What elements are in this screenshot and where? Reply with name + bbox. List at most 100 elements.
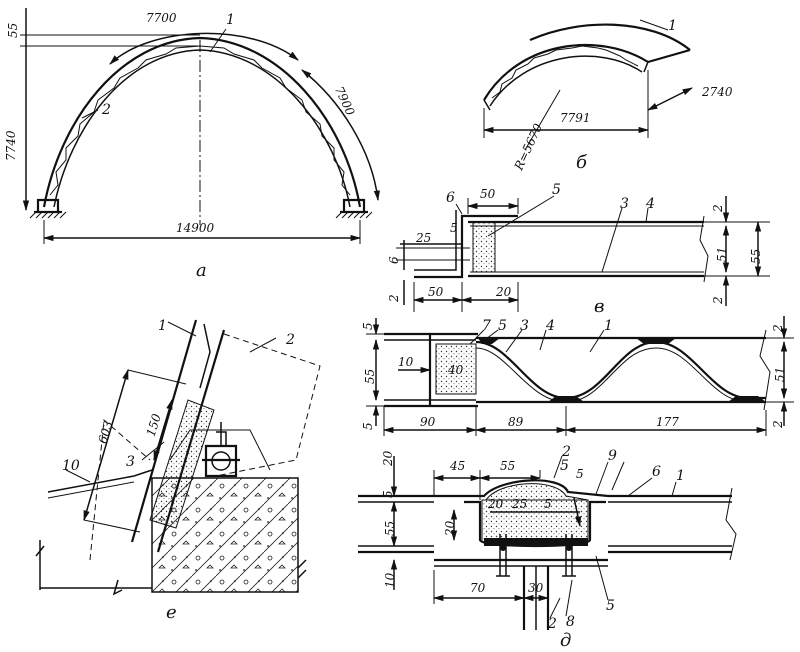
- sealant-strip: [484, 538, 588, 546]
- dim-51: 51: [773, 367, 787, 382]
- load-arc: [109, 32, 299, 65]
- figure-caption-a: а: [196, 260, 207, 281]
- dim-150: 150: [144, 412, 164, 438]
- dim-40: 40: [447, 363, 464, 377]
- dim-10: 10: [383, 572, 397, 588]
- bearing-assembly: [202, 444, 240, 478]
- dim-50-top: 50: [480, 187, 496, 201]
- arch-outer-contour: [42, 36, 362, 208]
- dim-radius: R=5670: [511, 121, 545, 173]
- bolt-left: [496, 534, 510, 577]
- figure-v-panel-edge-section: 50 25 5 6 2 50 20 2 51 55 2 6 5 3 4 в: [387, 182, 770, 317]
- part-label-3: 3: [126, 454, 135, 470]
- dim-45: 45: [449, 459, 465, 473]
- dim-30: 30: [528, 581, 544, 595]
- figure-g-corrugated-panel-section: 5 55 10 40 5 90 89 177 2 51 2 7 5 3 4 1: [361, 316, 794, 436]
- dim-90: 90: [420, 415, 436, 429]
- edge-filler: [435, 343, 477, 395]
- part-label-5: 5: [498, 318, 507, 334]
- dim-55: 55: [363, 369, 377, 384]
- dim-5: 5: [450, 221, 458, 235]
- dim-89: 89: [508, 415, 524, 429]
- dim-5-top: 5: [361, 322, 375, 330]
- figure-caption-b: б: [576, 152, 588, 173]
- part-label-4: 4: [545, 318, 555, 334]
- dim-rise-top: 55: [6, 23, 20, 38]
- dim-10: 10: [398, 355, 414, 369]
- shell-front-edge: [483, 44, 649, 101]
- part-label-7: 7: [482, 318, 491, 334]
- part-label-1: 1: [158, 318, 167, 334]
- z-profile: [414, 214, 518, 279]
- figure-b-shell-segment: R=5670 7791 2740 1 б: [482, 18, 733, 173]
- part-label-4: 4: [645, 196, 655, 212]
- dim-height: 7740: [4, 130, 18, 161]
- dim-2-right-bottom: 2: [771, 420, 785, 429]
- figure-caption-d: д: [560, 630, 571, 651]
- part-label-1: 1: [668, 18, 677, 34]
- dim-span: 14900: [176, 221, 215, 235]
- part-label-2-top: 2: [561, 444, 571, 460]
- dim-2-right-top: 2: [771, 324, 785, 333]
- dim-2-right-bottom: 2: [711, 296, 725, 305]
- dim-5-center: 5: [544, 497, 552, 511]
- dim-line-150: [153, 398, 173, 462]
- dim-20-mid: 20: [443, 520, 457, 537]
- part-label-3: 3: [620, 196, 629, 212]
- dim-55-left: 55: [383, 521, 397, 536]
- dim-chord: 7791: [560, 111, 591, 125]
- bolt-right: [562, 534, 576, 577]
- part-label-5-top: 5: [560, 458, 569, 474]
- figure-caption-v: в: [594, 296, 604, 317]
- concrete-foundation: [151, 477, 299, 593]
- part-label-5: 5: [552, 182, 561, 198]
- ground-strut: [47, 469, 153, 493]
- part-label-6: 6: [446, 190, 455, 206]
- part-label-9: 9: [608, 448, 617, 464]
- dim-2-left: 2: [387, 294, 401, 303]
- dim-70: 70: [470, 581, 486, 595]
- right-support: [340, 198, 368, 214]
- part-label-2: 2: [285, 332, 295, 348]
- part-label-5-bottom: 5: [606, 598, 615, 614]
- side-arc: [301, 69, 380, 202]
- figure-d-panel-joint-section: 20 45 55 5 55 20 10 20 25 5 5 70 30 2 5 …: [358, 444, 737, 651]
- part-label-1: 1: [226, 12, 235, 28]
- figure-caption-e: е: [166, 602, 177, 623]
- dim-20: 20: [495, 285, 512, 299]
- dim-25-center: 25: [511, 497, 527, 511]
- part-label-6: 6: [652, 464, 661, 480]
- shell-corrugation: [491, 45, 639, 99]
- dim-arc-side: 7900: [332, 84, 358, 118]
- corrugated-core: [475, 340, 766, 400]
- dim-arc-chord: 7700: [146, 11, 177, 25]
- part-label-3: 3: [520, 318, 529, 334]
- dim-5-bottom: 5: [361, 422, 375, 430]
- dim-177: 177: [656, 415, 679, 429]
- part-label-1: 1: [676, 468, 685, 484]
- part-label-8: 8: [566, 614, 575, 630]
- part-label-10: 10: [62, 458, 80, 474]
- part-label-2: 2: [101, 102, 111, 118]
- dim-width: 2740: [701, 85, 733, 99]
- dim-603: 603: [96, 419, 116, 445]
- dim-6: 6: [387, 256, 401, 264]
- dim-55: 55: [749, 249, 763, 264]
- roof-outline: [215, 333, 321, 477]
- dim-51: 51: [715, 247, 729, 262]
- dim-20-center: 20: [487, 497, 504, 511]
- figure-e-support-node: 603 150 1 2 3 10 е: [35, 318, 321, 623]
- dim-5-left: 5: [381, 490, 395, 498]
- dim-line-603: [83, 368, 129, 522]
- dim-25: 25: [415, 231, 431, 245]
- part-label-1: 1: [604, 318, 613, 334]
- dim-5-right: 5: [576, 467, 584, 481]
- filler-block: [472, 221, 496, 273]
- shell-back-edge: [529, 23, 691, 51]
- dim-2-right-top: 2: [711, 204, 725, 213]
- dim-20-top: 20: [381, 450, 395, 467]
- figure-a-arch-elevation: 55 7740 7700 7900 14900 1 2 а: [4, 8, 380, 281]
- left-support: [34, 198, 62, 214]
- dim-55-top: 55: [500, 459, 515, 473]
